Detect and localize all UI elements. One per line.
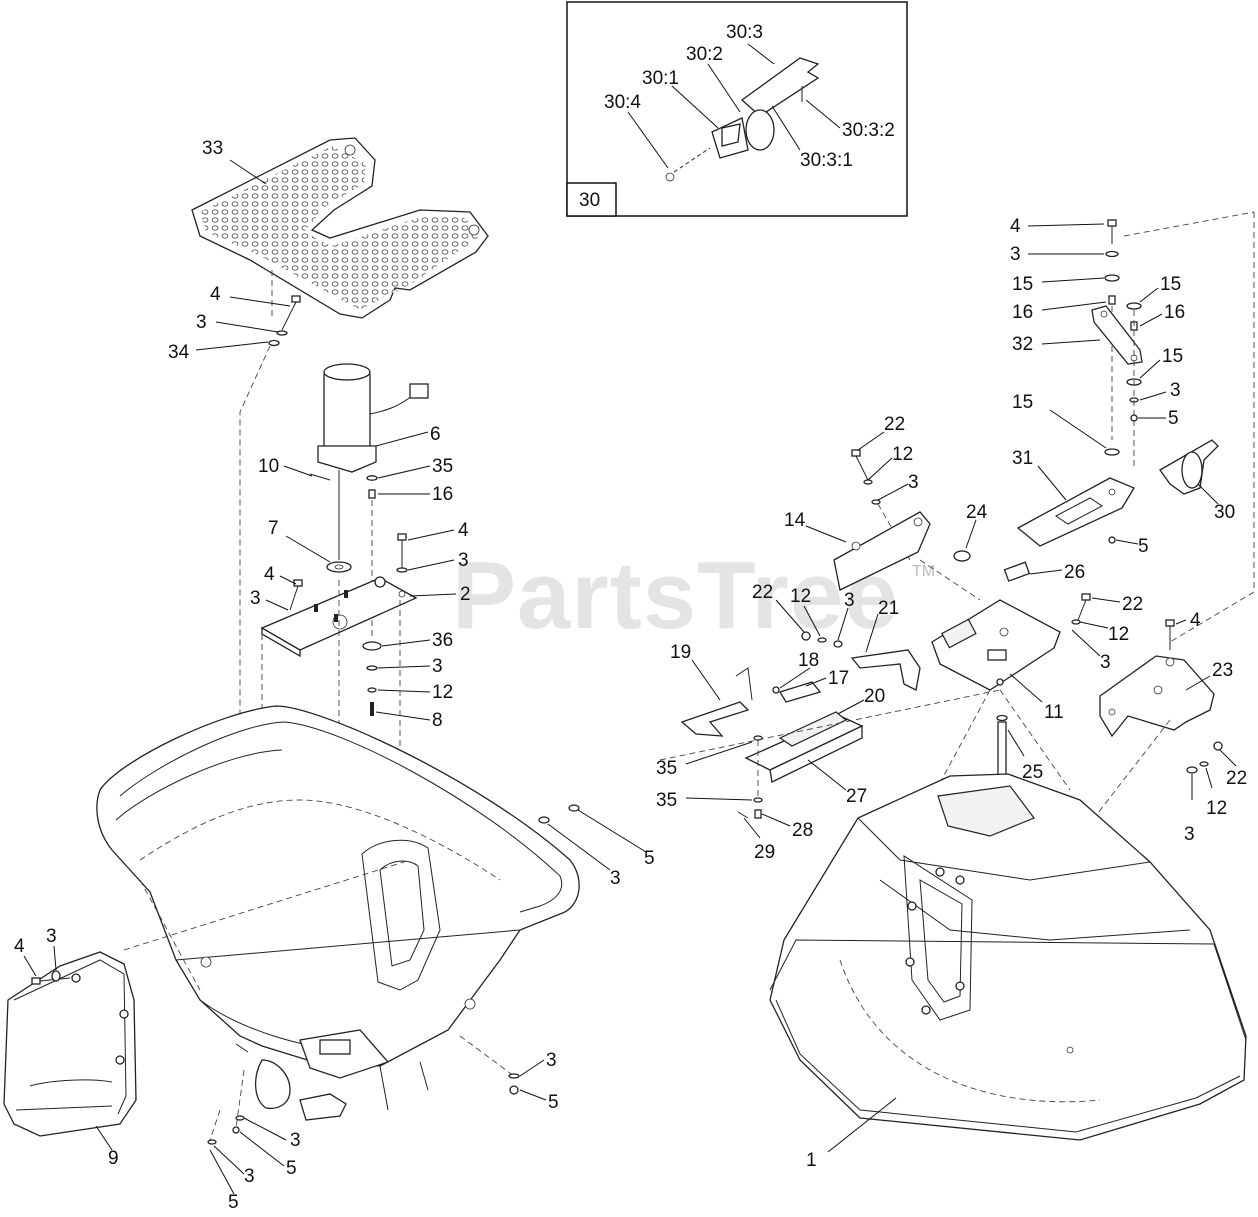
callout-3-plate-right: 3 — [458, 550, 469, 571]
callout-16-right: 16 — [1164, 302, 1185, 323]
callout-7: 7 — [268, 518, 279, 539]
callout-9: 9 — [108, 1148, 119, 1169]
callout-22-right: 22 — [1122, 594, 1143, 615]
callout-25: 25 — [1022, 762, 1043, 783]
callout-17: 17 — [828, 668, 849, 689]
inset-label-30-4: 30:4 — [604, 92, 641, 113]
callout-3-left: 3 — [844, 590, 855, 611]
callout-16-motor: 16 — [432, 484, 453, 505]
callout-20: 20 — [864, 686, 885, 707]
part-hopper — [96, 705, 580, 1121]
watermark-tm: TM — [912, 563, 935, 580]
callout-4-plate-right: 4 — [458, 520, 469, 541]
callout-11: 11 — [1044, 702, 1064, 723]
callout-12-under-plate: 12 — [432, 682, 453, 703]
callout-3-hopper-right: 3 — [610, 868, 621, 889]
callout-5-hopper-lower: 5 — [548, 1092, 559, 1113]
callout-24: 24 — [966, 502, 988, 523]
callout-31: 31 — [1012, 448, 1033, 469]
callout-5-bottom-a: 5 — [286, 1158, 297, 1179]
callout-8: 8 — [432, 710, 443, 731]
callout-3-bottom-a: 3 — [290, 1130, 301, 1151]
callout-35-tray-b: 35 — [656, 790, 677, 811]
callout-36: 36 — [432, 630, 453, 651]
watermark: PartsTree — [452, 542, 899, 649]
callout-5-right: 5 — [1168, 408, 1179, 429]
callout-22-top: 22 — [884, 414, 905, 435]
callout-3-bottom-b: 3 — [244, 1166, 255, 1187]
callout-33: 33 — [202, 138, 223, 159]
callout-4-stack: 4 — [1010, 216, 1021, 237]
callout-12-right: 12 — [1108, 624, 1129, 645]
part-motor-6 — [317, 363, 429, 560]
callout-3-under-plate: 3 — [432, 656, 443, 677]
inset-label-30-3-2: 30:3:2 — [842, 120, 895, 141]
callout-35-tray-a: 35 — [656, 758, 677, 779]
inset-label-30-1: 30:1 — [642, 68, 679, 89]
callout-3-cover-right: 3 — [1184, 824, 1195, 845]
callout-22-cover-right: 22 — [1226, 768, 1247, 789]
callout-15-plate: 15 — [1012, 392, 1033, 413]
callout-28: 28 — [792, 820, 813, 841]
callout-3-hopper-lower: 3 — [546, 1050, 557, 1071]
callout-12-top: 12 — [892, 444, 913, 465]
callout-3-right: 3 — [1170, 380, 1181, 401]
inset-box-label: 30 — [579, 190, 600, 211]
part-tray-27 — [744, 711, 864, 783]
part-bracket-23 — [1099, 655, 1215, 738]
callout-2: 2 — [460, 584, 471, 605]
callout-5-plate: 5 — [1138, 536, 1149, 557]
inset-label-30-3-1: 30:3:1 — [800, 150, 853, 171]
part-screw-4 — [268, 295, 301, 347]
callout-29: 29 — [754, 842, 775, 863]
inset-label-30-3: 30:3 — [726, 22, 763, 43]
callout-19: 19 — [670, 642, 691, 663]
callout-21: 21 — [878, 598, 899, 619]
callout-5-bottom-b: 5 — [228, 1192, 239, 1213]
callout-12-cover-right: 12 — [1206, 798, 1227, 819]
callout-3-deflector: 3 — [46, 926, 57, 947]
callout-32: 32 — [1012, 334, 1033, 355]
callout-5-hopper-right: 5 — [644, 848, 655, 869]
inset-box: 30 30:3 30:2 30:1 30:4 30:3:2 30:3:1 — [566, 1, 908, 217]
inset-label-30-2: 30:2 — [686, 44, 723, 65]
callout-35-motor: 35 — [432, 456, 453, 477]
callout-6: 6 — [430, 424, 441, 445]
callout-30: 30 — [1214, 502, 1235, 523]
callout-1: 1 — [806, 1150, 817, 1171]
callout-23: 23 — [1212, 660, 1233, 681]
callout-4-bracket-23: 4 — [1190, 610, 1201, 631]
callout-15-right-b: 15 — [1162, 346, 1183, 367]
callout-4-plate-left: 4 — [264, 564, 275, 585]
callout-3-stack: 3 — [1010, 244, 1021, 265]
callout-4-screen: 4 — [210, 284, 221, 305]
part-control-plate-11 — [931, 599, 1061, 691]
part-hopper-cover-1 — [769, 773, 1247, 1141]
callout-22-left: 22 — [752, 582, 773, 603]
callout-26: 26 — [1064, 562, 1085, 583]
callout-27: 27 — [846, 786, 867, 807]
callout-18: 18 — [798, 650, 819, 671]
part-plate-31 — [1016, 477, 1135, 547]
callout-14: 14 — [784, 510, 806, 531]
callout-16-stack: 16 — [1012, 302, 1033, 323]
part-actuator-30 — [1159, 439, 1219, 495]
callout-10: 10 — [258, 456, 279, 477]
callout-15-stack: 15 — [1012, 274, 1033, 295]
callout-3-top: 3 — [908, 472, 919, 493]
part-screen-33 — [191, 137, 489, 319]
callout-4-deflector: 4 — [14, 936, 25, 957]
callout-3-screen: 3 — [196, 312, 207, 333]
callout-34: 34 — [168, 342, 190, 363]
callout-3-plate-left: 3 — [250, 588, 261, 609]
part-deflector-9 — [3, 951, 137, 1137]
callout-3-right-plate: 3 — [1100, 652, 1111, 673]
callout-12-left: 12 — [790, 586, 811, 607]
callout-15-right-a: 15 — [1160, 274, 1181, 295]
